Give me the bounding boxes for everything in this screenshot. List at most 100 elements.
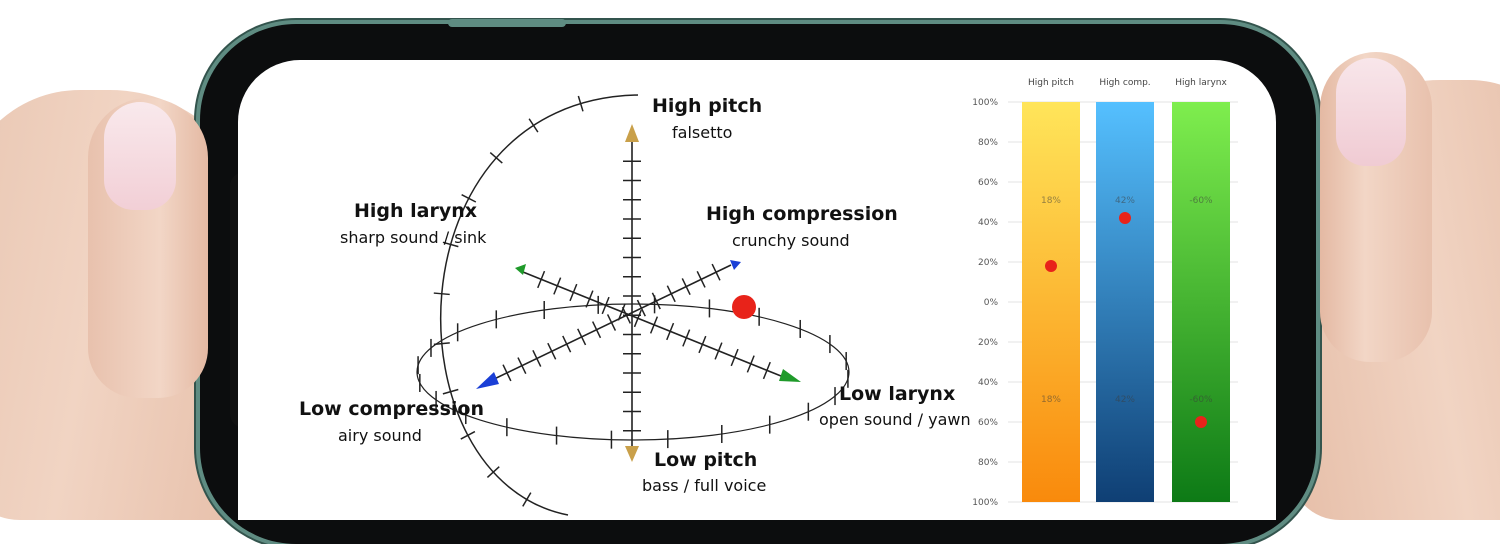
chart-category-labels: High pitch High comp. High larynx	[1028, 78, 1227, 88]
chart-category-label: High comp.	[1099, 78, 1150, 88]
axis-tick	[649, 316, 659, 334]
axis-tick	[682, 329, 691, 347]
chart-y-tick-label: 40%	[978, 218, 998, 228]
axis-tick	[651, 292, 661, 310]
chart-value-label-bottom: -60%	[1189, 395, 1213, 405]
low-pitch-subtitle: bass / full voice	[642, 476, 766, 495]
axis-tick	[606, 314, 617, 331]
ellipse-ticks	[417, 295, 849, 449]
arc-tick	[442, 388, 459, 395]
axis-tick	[553, 277, 562, 295]
chart-y-tick-label: 60%	[978, 178, 998, 188]
axis-tick	[666, 322, 675, 341]
arc-tick	[522, 492, 532, 507]
chart-value-markers	[1045, 212, 1207, 428]
axis-tick	[532, 350, 542, 367]
chart-value-label-top: 42%	[1115, 196, 1135, 206]
chart-bar	[1172, 102, 1230, 502]
axis-tick	[562, 335, 572, 353]
chart-bar	[1022, 102, 1080, 502]
chart-y-tick-label: 80%	[978, 458, 998, 468]
arc-tick	[433, 292, 450, 296]
bar-chart: 100%80%60%40%20%0%20%40%60%80%100% High …	[972, 78, 1238, 508]
arc-tick	[461, 193, 477, 203]
axis-tick	[591, 321, 602, 339]
phone-screen: High pitch falsetto High larynx sharp so…	[238, 60, 1276, 520]
axis-tick	[577, 328, 587, 346]
arc-tick	[442, 241, 459, 248]
axis-tick	[730, 348, 739, 367]
larynx-axis-ticks	[537, 270, 771, 380]
axis-tick	[502, 364, 512, 382]
compression-axis-ticks	[502, 263, 721, 382]
equator-ellipse	[416, 303, 850, 441]
axis-tick	[681, 278, 691, 295]
high-larynx-subtitle: sharp sound / sink	[340, 228, 487, 247]
chart-y-tick-labels: 100%80%60%40%20%0%20%40%60%80%100%	[972, 98, 998, 508]
chart-value-label-bottom: 18%	[1041, 395, 1061, 405]
high-pitch-subtitle: falsetto	[672, 123, 732, 142]
chart-value-label-bottom: 42%	[1115, 395, 1135, 405]
chart-y-tick-label: 80%	[978, 138, 998, 148]
left-thumbnail	[104, 102, 176, 210]
axis-tick	[621, 306, 632, 324]
voice-position-marker	[732, 295, 756, 319]
low-pitch-title: Low pitch	[654, 449, 757, 471]
chart-value-label-top: 18%	[1041, 196, 1061, 206]
high-larynx-title: High larynx	[354, 200, 477, 222]
low-larynx-arrow-icon	[779, 369, 801, 382]
arc-tick	[460, 430, 476, 440]
low-compression-arrow-icon	[476, 372, 499, 389]
voice-space-3d: High pitch falsetto High larynx sharp so…	[299, 94, 971, 516]
low-larynx-title: Low larynx	[839, 383, 955, 405]
axis-tick	[633, 309, 642, 328]
chart-y-tick-label: 40%	[978, 378, 998, 388]
high-larynx-arrow-icon	[515, 264, 526, 275]
chart-bar	[1096, 102, 1154, 502]
right-thumbnail	[1336, 58, 1406, 166]
axis-tick	[517, 357, 527, 375]
axis-tick	[636, 299, 646, 317]
axis-tick	[746, 355, 755, 373]
arc-tick	[489, 151, 503, 164]
chart-y-tick-label: 20%	[978, 338, 998, 348]
chart-category-label: High pitch	[1028, 78, 1074, 88]
low-compression-subtitle: airy sound	[338, 426, 422, 445]
chart-y-tick-label: 20%	[978, 258, 998, 268]
chart-y-tick-label: 0%	[984, 298, 999, 308]
axis-tick	[711, 263, 721, 281]
axis-tick	[569, 283, 578, 302]
chart-category-label: High larynx	[1175, 78, 1227, 88]
axis-tick	[585, 290, 594, 308]
chart-y-tick-label: 100%	[972, 98, 998, 108]
arc-tick	[486, 466, 500, 479]
chart-y-tick-label: 60%	[978, 418, 998, 428]
chart-value-marker	[1119, 212, 1131, 224]
high-pitch-title: High pitch	[652, 95, 762, 117]
low-larynx-subtitle: open sound / yawn	[819, 410, 971, 429]
axis-tick	[547, 342, 557, 360]
arc-tick	[433, 342, 450, 346]
voice-visualization: High pitch falsetto High larynx sharp so…	[299, 78, 1238, 516]
pitch-axis-ticks	[623, 160, 641, 432]
axis-tick	[696, 270, 706, 288]
compression-axis	[487, 264, 732, 383]
phone-top-button	[448, 19, 566, 27]
chart-value-labels: 18% 18% 42% 42% -60% -60%	[1041, 196, 1213, 405]
axis-tick	[537, 270, 546, 289]
chart-value-marker	[1195, 416, 1207, 428]
chart-bars	[1022, 102, 1230, 502]
axis-tick	[762, 361, 771, 380]
arc-tick	[577, 95, 584, 112]
chart-value-label-top: -60%	[1189, 196, 1213, 206]
high-compression-title: High compression	[706, 203, 898, 225]
axis-tick	[601, 296, 610, 315]
arc-tick	[528, 118, 539, 133]
axis-tick	[698, 335, 707, 354]
low-compression-title: Low compression	[299, 398, 484, 420]
meridian-arc	[440, 94, 639, 516]
arc-ticks	[433, 95, 584, 507]
axis-tick	[617, 303, 626, 321]
chart-value-marker	[1045, 260, 1057, 272]
high-compression-subtitle: crunchy sound	[732, 231, 850, 250]
